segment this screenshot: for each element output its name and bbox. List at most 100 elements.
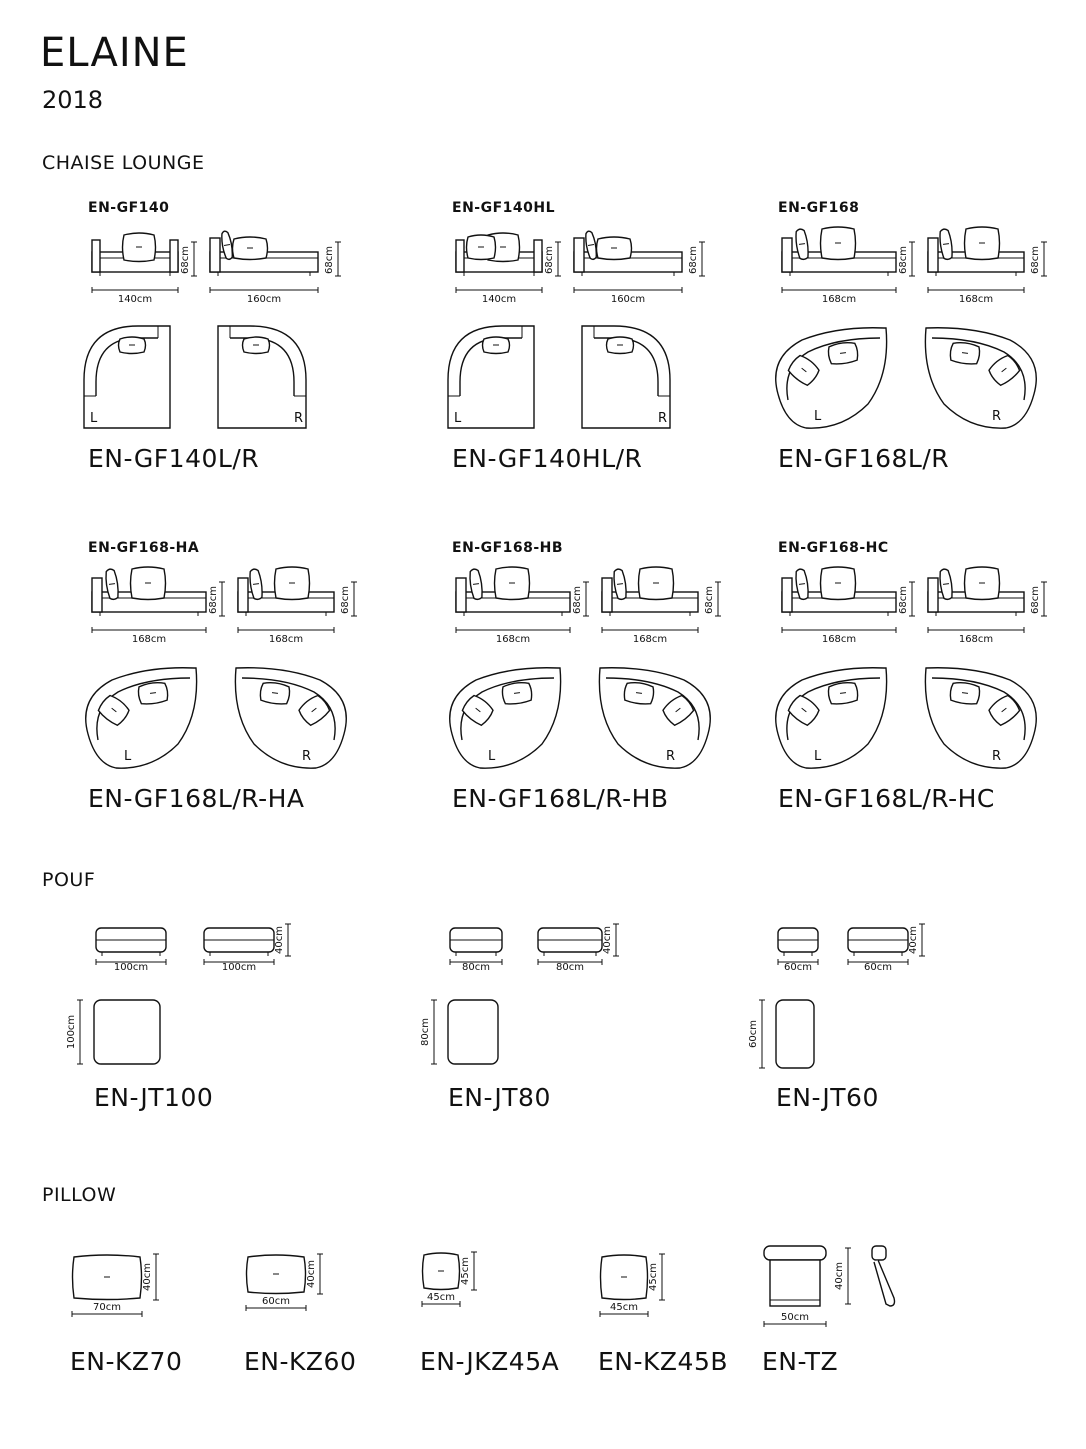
pouf-width-front: 60cm — [784, 962, 812, 973]
page-year: 2018 — [42, 86, 104, 114]
pillow-model-label: EN-KZ70 — [70, 1347, 183, 1376]
pouf-model-label: EN-JT60 — [776, 1083, 879, 1112]
pillow-model-label: EN-JKZ45A — [420, 1347, 560, 1376]
height-dimension-left: 68cm — [544, 246, 555, 274]
pillow-model-label: EN-KZ60 — [244, 1347, 357, 1376]
pillow-drawing: 50cm 40cm — [763, 1245, 896, 1327]
height-dimension-left: 68cm — [208, 586, 219, 614]
width-dimension-right: 168cm — [633, 634, 667, 645]
width-dimension-left: 140cm — [482, 294, 516, 305]
pillow-width: 45cm — [610, 1302, 638, 1313]
chaise-elevation-drawing: 140cm 68cm 160cm 68cm — [91, 230, 341, 305]
pouf-model-label: EN-JT100 — [94, 1083, 214, 1112]
pouf-elevation-drawing: 60cm 60cm 40cm — [777, 923, 925, 973]
pouf-depth: 60cm — [748, 1020, 759, 1048]
pillow-height: 45cm — [648, 1263, 659, 1291]
height-dimension-left: 68cm — [572, 586, 583, 614]
pillow-width: 50cm — [781, 1312, 809, 1323]
pouf-width-front: 80cm — [462, 962, 490, 973]
pillow-model-label: EN-TZ — [762, 1347, 839, 1376]
height-dimension-right: 68cm — [704, 586, 715, 614]
height-dimension-left: 68cm — [180, 246, 191, 274]
section-pouf: POUF — [42, 869, 96, 891]
left-marker: L — [90, 411, 98, 426]
width-dimension-right: 168cm — [269, 634, 303, 645]
right-marker: R — [992, 749, 1001, 764]
width-dimension-right: 160cm — [247, 294, 281, 305]
left-marker: L — [814, 749, 822, 764]
pouf-depth: 100cm — [66, 1015, 77, 1049]
pillow-width: 60cm — [262, 1296, 290, 1307]
chaise-code-label: EN-GF168-HC — [778, 540, 889, 556]
chaise-code-label: EN-GF140 — [88, 200, 170, 216]
right-marker: R — [992, 409, 1001, 424]
height-dimension-left: 68cm — [898, 246, 909, 274]
pillow-model-label: EN-KZ45B — [598, 1347, 729, 1376]
chaise-model-label: EN-GF168L/R — [778, 444, 950, 473]
pouf-depth: 80cm — [420, 1018, 431, 1046]
page-title: ELAINE — [40, 30, 189, 76]
chaise-elevation-drawing: 168cm 68cm 168cm 68cm — [781, 226, 1047, 305]
pouf-plan-drawing: 80cm — [420, 999, 499, 1065]
pouf-width-side: 100cm — [222, 962, 256, 973]
pillow-drawing: 45cm 45cm — [421, 1251, 477, 1307]
pouf-plan-drawing: 60cm — [748, 999, 815, 1069]
width-dimension-right: 160cm — [611, 294, 645, 305]
pouf-model-label: EN-JT80 — [448, 1083, 551, 1112]
height-dimension-right: 68cm — [340, 586, 351, 614]
right-marker: R — [294, 411, 303, 426]
pillow-drawing: 45cm 45cm — [599, 1253, 665, 1317]
width-dimension-left: 168cm — [496, 634, 530, 645]
section-pillow: PILLOW — [42, 1184, 117, 1206]
left-marker: L — [124, 749, 132, 764]
chaise-elevation-drawing: 168cm 68cm 168cm 68cm — [455, 566, 721, 645]
pillow-width: 45cm — [427, 1292, 455, 1303]
pouf-height: 40cm — [602, 926, 613, 954]
chaise-model-label: EN-GF140HL/R — [452, 444, 643, 473]
pillow-width: 70cm — [93, 1302, 121, 1313]
chaise-code-label: EN-GF168 — [778, 200, 860, 216]
pillow-height: 40cm — [834, 1262, 845, 1290]
pillow-height: 40cm — [306, 1260, 317, 1288]
pouf-width-front: 100cm — [114, 962, 148, 973]
pouf-height: 40cm — [908, 926, 919, 954]
pillow-height: 40cm — [142, 1263, 153, 1291]
right-marker: R — [666, 749, 675, 764]
pillow-drawing: 60cm 40cm — [245, 1253, 323, 1311]
left-marker: L — [488, 749, 496, 764]
pouf-elevation-drawing: 80cm 80cm 40cm — [449, 923, 619, 973]
height-dimension-right: 68cm — [1030, 586, 1041, 614]
chaise-code-label: EN-GF168-HA — [88, 540, 200, 556]
height-dimension-right: 68cm — [1030, 246, 1041, 274]
chaise-model-label: EN-GF140L/R — [88, 444, 260, 473]
pouf-elevation-drawing: 100cm 100cm 40cm — [95, 923, 291, 973]
left-marker: L — [454, 411, 462, 426]
width-dimension-left: 168cm — [822, 294, 856, 305]
width-dimension-right: 168cm — [959, 294, 993, 305]
pillow-drawing: 70cm 40cm — [71, 1253, 159, 1317]
pillow-height: 45cm — [460, 1257, 471, 1285]
chaise-model-label: EN-GF168L/R-HB — [452, 784, 669, 813]
left-marker: L — [814, 409, 822, 424]
chaise-model-label: EN-GF168L/R-HA — [88, 784, 305, 813]
height-dimension-left: 68cm — [898, 586, 909, 614]
height-dimension-right: 68cm — [324, 246, 335, 274]
chaise-code-label: EN-GF140HL — [452, 200, 556, 216]
pouf-width-side: 60cm — [864, 962, 892, 973]
section-chaise-lounge: CHAISE LOUNGE — [42, 152, 205, 174]
right-marker: R — [302, 749, 311, 764]
width-dimension-right: 168cm — [959, 634, 993, 645]
width-dimension-left: 140cm — [118, 294, 152, 305]
chaise-model-label: EN-GF168L/R-HC — [778, 784, 995, 813]
pouf-height: 40cm — [274, 926, 285, 954]
pouf-width-side: 80cm — [556, 962, 584, 973]
chaise-code-label: EN-GF168-HB — [452, 540, 564, 556]
